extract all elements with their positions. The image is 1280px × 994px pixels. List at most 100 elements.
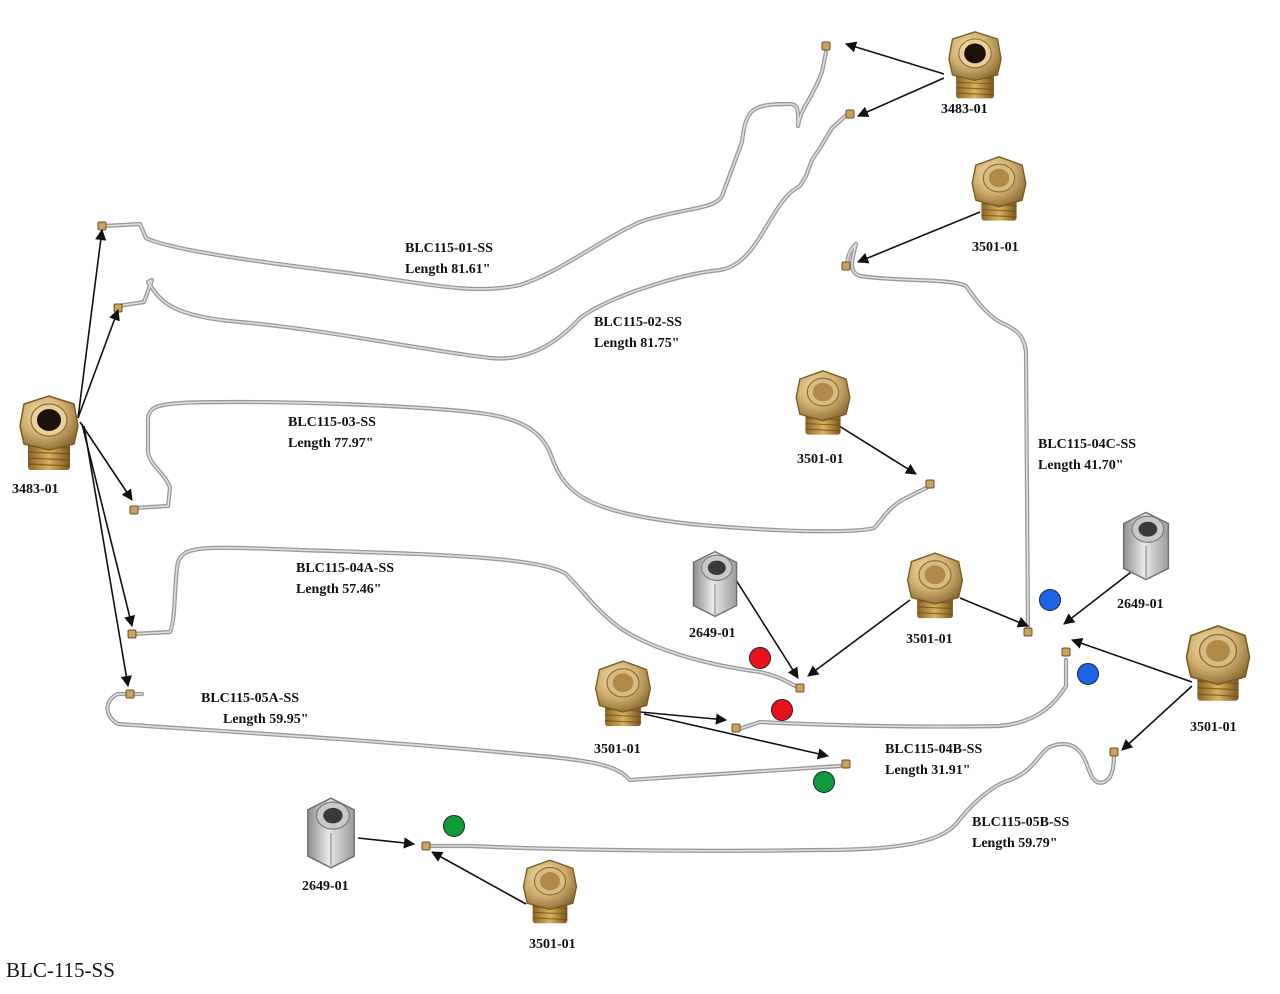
- line-length: Length 81.75": [594, 336, 680, 351]
- line-part-number: BLC115-03-SS: [288, 415, 376, 430]
- fitting-label: 3501-01: [594, 742, 641, 757]
- line-part-number: BLC115-04A-SS: [296, 561, 395, 576]
- callout-arrow: [735, 579, 799, 679]
- tube-highlight: [425, 743, 1115, 852]
- brass-plug-fitting-icon: [594, 660, 652, 727]
- document-id: BLC-115-SS: [6, 958, 115, 982]
- tube-end-nut-icon: [795, 683, 805, 693]
- line-label-04b: BLC115-04B-SS Length 31.91": [885, 739, 982, 781]
- callout-arrow: [959, 597, 1030, 628]
- callout-arrow: [431, 851, 527, 905]
- tube-end-nut-icon: [1023, 627, 1033, 637]
- callout-arrow: [643, 713, 830, 760]
- tube-highlight: [117, 111, 851, 360]
- red-match-dot: [749, 647, 771, 669]
- line-length: Length 57.46": [296, 582, 382, 597]
- line-length: Length 81.61": [405, 262, 491, 277]
- brass-nut-fitting-icon: [19, 395, 79, 471]
- line-label-03: BLC115-03-SS Length 77.97": [288, 412, 376, 454]
- fitting-label: 2649-01: [689, 626, 736, 641]
- brass-plug-fitting-icon: [1185, 625, 1251, 702]
- line-label-05b: BLC115-05B-SS Length 59.79": [972, 812, 1069, 854]
- brass-plug-fitting-icon: [522, 859, 578, 924]
- callout-arrow: [639, 711, 728, 725]
- fitting-label: 2649-01: [302, 879, 349, 894]
- line-length: Length 41.70": [1038, 458, 1124, 473]
- line-length: Length 59.79": [972, 836, 1058, 851]
- fitting-label: 3501-01: [1190, 720, 1237, 735]
- line-part-number: BLC115-04B-SS: [885, 742, 983, 757]
- line-length: Length 59.95": [223, 712, 309, 727]
- callout-arrow: [83, 425, 132, 688]
- callout-arrow: [807, 599, 911, 677]
- tube-end-nut-icon: [731, 723, 741, 733]
- line-label-02: BLC115-02-SS Length 81.75": [594, 312, 682, 354]
- line-part-number: BLC115-05A-SS: [201, 691, 300, 706]
- line-label-04c: BLC115-04C-SS Length 41.70": [1038, 434, 1136, 476]
- line-length: Length 77.97": [288, 436, 374, 451]
- callout-arrow: [357, 837, 416, 849]
- tube-highlight: [106, 693, 841, 781]
- callout-arrow: [856, 211, 981, 264]
- callout-arrow: [77, 308, 120, 419]
- line-part-number: BLC115-04C-SS: [1038, 437, 1137, 452]
- blue-match-dot: [1077, 663, 1099, 685]
- tube-end-nut-icon: [125, 689, 135, 699]
- callout-arrow: [856, 77, 945, 118]
- match-dots: [443, 589, 1099, 837]
- line-length: Length 31.91": [885, 763, 971, 778]
- callout-arrow: [79, 421, 133, 501]
- callout-arrow: [835, 423, 917, 475]
- fitting-label: 3501-01: [972, 240, 1019, 255]
- fitting-label: 2649-01: [1117, 597, 1164, 612]
- tube-end-nut-icon: [845, 109, 855, 119]
- callout-arrow: [77, 228, 107, 419]
- red-match-dot: [771, 699, 793, 721]
- callout-arrow: [844, 41, 945, 75]
- fitting-label: 3483-01: [12, 482, 59, 497]
- brake-tube-01: [101, 49, 829, 292]
- tube-end-nut-icon: [421, 841, 431, 851]
- tube-highlight: [846, 243, 1029, 631]
- brake-tube-04c: [845, 241, 1031, 633]
- line-label-05a: BLC115-05A-SS Length 59.95": [201, 688, 309, 730]
- brake-tube-04a: [129, 545, 803, 691]
- brake-tube-03: [131, 399, 933, 534]
- tube-highlight: [735, 659, 1067, 731]
- line-part-number: BLC115-05B-SS: [972, 815, 1070, 830]
- steel-union-fitting-icon: [692, 550, 738, 618]
- line-part-number: BLC115-02-SS: [594, 315, 682, 330]
- tube-end-nut-icon: [129, 505, 139, 515]
- steel-union-fitting-icon: [1122, 511, 1170, 581]
- fitting-label: 3501-01: [529, 937, 576, 952]
- fitting-label: 3483-01: [941, 102, 988, 117]
- brake-tube-05b: [423, 741, 1117, 853]
- callout-arrow: [81, 423, 136, 628]
- steel-union-fitting-icon: [306, 797, 356, 869]
- fitting-label: 3501-01: [906, 632, 953, 647]
- brake-tube-02: [115, 109, 853, 361]
- brass-plug-fitting-icon: [971, 156, 1027, 222]
- brass-plug-fitting-icon: [795, 370, 851, 436]
- green-match-dot: [443, 815, 465, 837]
- callout-arrow: [1121, 685, 1193, 751]
- tube-end-nut-icon: [97, 221, 107, 231]
- line-label-01: BLC115-01-SS Length 81.61": [405, 238, 493, 280]
- tube-end-nut-icon: [1061, 647, 1071, 657]
- tube-end-nut-icon: [925, 479, 935, 489]
- tube-end-nut-icon: [841, 261, 851, 271]
- brake-tubes: [97, 41, 1119, 853]
- callout-arrows: [77, 41, 1193, 905]
- blue-match-dot: [1039, 589, 1061, 611]
- tube-highlight: [103, 51, 827, 290]
- brass-nut-fitting-icon: [948, 31, 1002, 100]
- tube-highlight: [133, 401, 931, 533]
- callout-arrow: [1070, 638, 1193, 683]
- line-part-number: BLC115-01-SS: [405, 241, 493, 256]
- brake-tube-05a: [105, 691, 843, 783]
- tube-end-nut-icon: [1109, 747, 1119, 757]
- tube-end-nut-icon: [821, 41, 831, 51]
- green-match-dot: [813, 771, 835, 793]
